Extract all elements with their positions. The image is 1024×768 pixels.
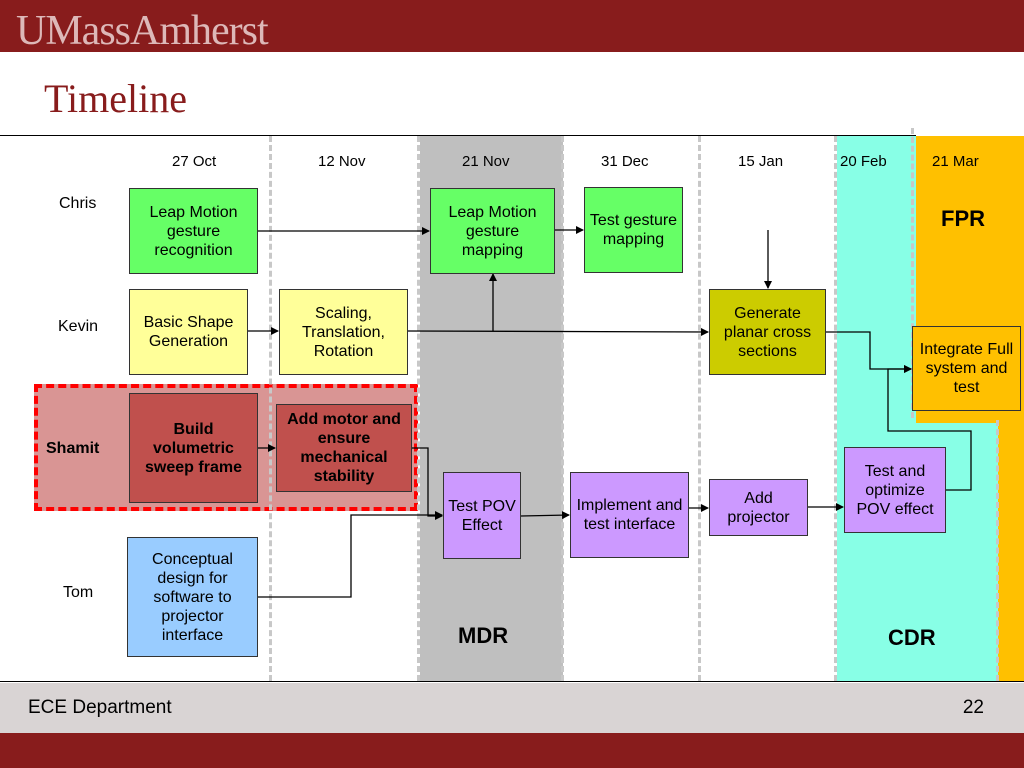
task-test-optimize-pov: Test and optimize POV effect bbox=[844, 447, 946, 533]
header-bar bbox=[0, 0, 1024, 52]
date-21-mar: 21 Mar bbox=[932, 153, 979, 170]
timeline-bottom-rule bbox=[0, 681, 1024, 682]
task-integrate-full-system: Integrate Full system and test bbox=[912, 326, 1021, 411]
column-divider-7 bbox=[996, 420, 999, 681]
task-add-projector: Add projector bbox=[709, 479, 808, 536]
slide-number: 22 bbox=[962, 697, 984, 718]
bottom-brand-bar bbox=[0, 733, 1024, 768]
task-basic-shape-generation: Basic Shape Generation bbox=[129, 289, 248, 375]
task-build-volumetric-sweep-frame: Build volumetric sweep frame bbox=[129, 393, 258, 503]
task-leap-motion-gesture-recognition: Leap Motion gesture recognition bbox=[129, 188, 258, 274]
page-title: Timeline bbox=[44, 76, 187, 121]
column-divider-3 bbox=[561, 136, 564, 681]
fpr-zone-lower bbox=[998, 423, 1024, 681]
footer-department: ECE Department bbox=[28, 697, 172, 718]
timeline-top-rule bbox=[0, 135, 916, 136]
date-27-oct: 27 Oct bbox=[172, 153, 217, 170]
task-implement-test-interface: Implement and test interface bbox=[570, 472, 689, 558]
arrow-optimize-to-integrate bbox=[887, 365, 972, 491]
date-20-feb: 20 Feb bbox=[840, 153, 887, 170]
footer-bar bbox=[0, 683, 1024, 733]
person-shamit: Shamit bbox=[46, 440, 100, 457]
column-divider-4 bbox=[698, 136, 701, 681]
arrow-scaling-to-cross-sections bbox=[407, 327, 709, 336]
column-divider-5 bbox=[834, 136, 837, 681]
milestone-mdr-label: MDR bbox=[458, 623, 509, 648]
person-chris: Chris bbox=[59, 195, 97, 212]
date-21-nov: 21 Nov bbox=[462, 153, 510, 170]
milestone-cdr-label: CDR bbox=[888, 625, 936, 650]
task-test-pov-effect: Test POV Effect bbox=[443, 472, 521, 559]
university-logo: UMassAmherst bbox=[16, 8, 269, 54]
task-add-motor-stability: Add motor and ensure mechanical stabilit… bbox=[276, 404, 412, 492]
task-leap-motion-gesture-mapping: Leap Motion gesture mapping bbox=[430, 188, 555, 274]
arrow-conceptual-to-pov bbox=[258, 511, 443, 598]
arrow-pov-to-implement bbox=[520, 511, 570, 520]
column-divider-6 bbox=[911, 128, 914, 418]
date-31-dec: 31 Dec bbox=[601, 153, 649, 170]
person-tom: Tom bbox=[63, 584, 94, 601]
date-15-jan: 15 Jan bbox=[738, 153, 784, 170]
arrow-motor-to-pov bbox=[412, 447, 443, 520]
column-divider-1 bbox=[269, 136, 272, 681]
arrow-cross-sections-to-integrate bbox=[826, 331, 912, 373]
task-conceptual-design-software: Conceptual design for software to projec… bbox=[127, 537, 258, 657]
milestone-fpr-label: FPR bbox=[941, 206, 985, 231]
task-test-gesture-mapping: Test gesture mapping bbox=[584, 187, 683, 273]
task-generate-planar-cross-sections: Generate planar cross sections bbox=[709, 289, 826, 375]
date-12-nov: 12 Nov bbox=[318, 153, 366, 170]
cdr-zone bbox=[837, 136, 916, 681]
person-kevin: Kevin bbox=[58, 318, 99, 335]
column-divider-2 bbox=[417, 136, 420, 681]
task-scaling-translation-rotation: Scaling, Translation, Rotation bbox=[279, 289, 408, 375]
